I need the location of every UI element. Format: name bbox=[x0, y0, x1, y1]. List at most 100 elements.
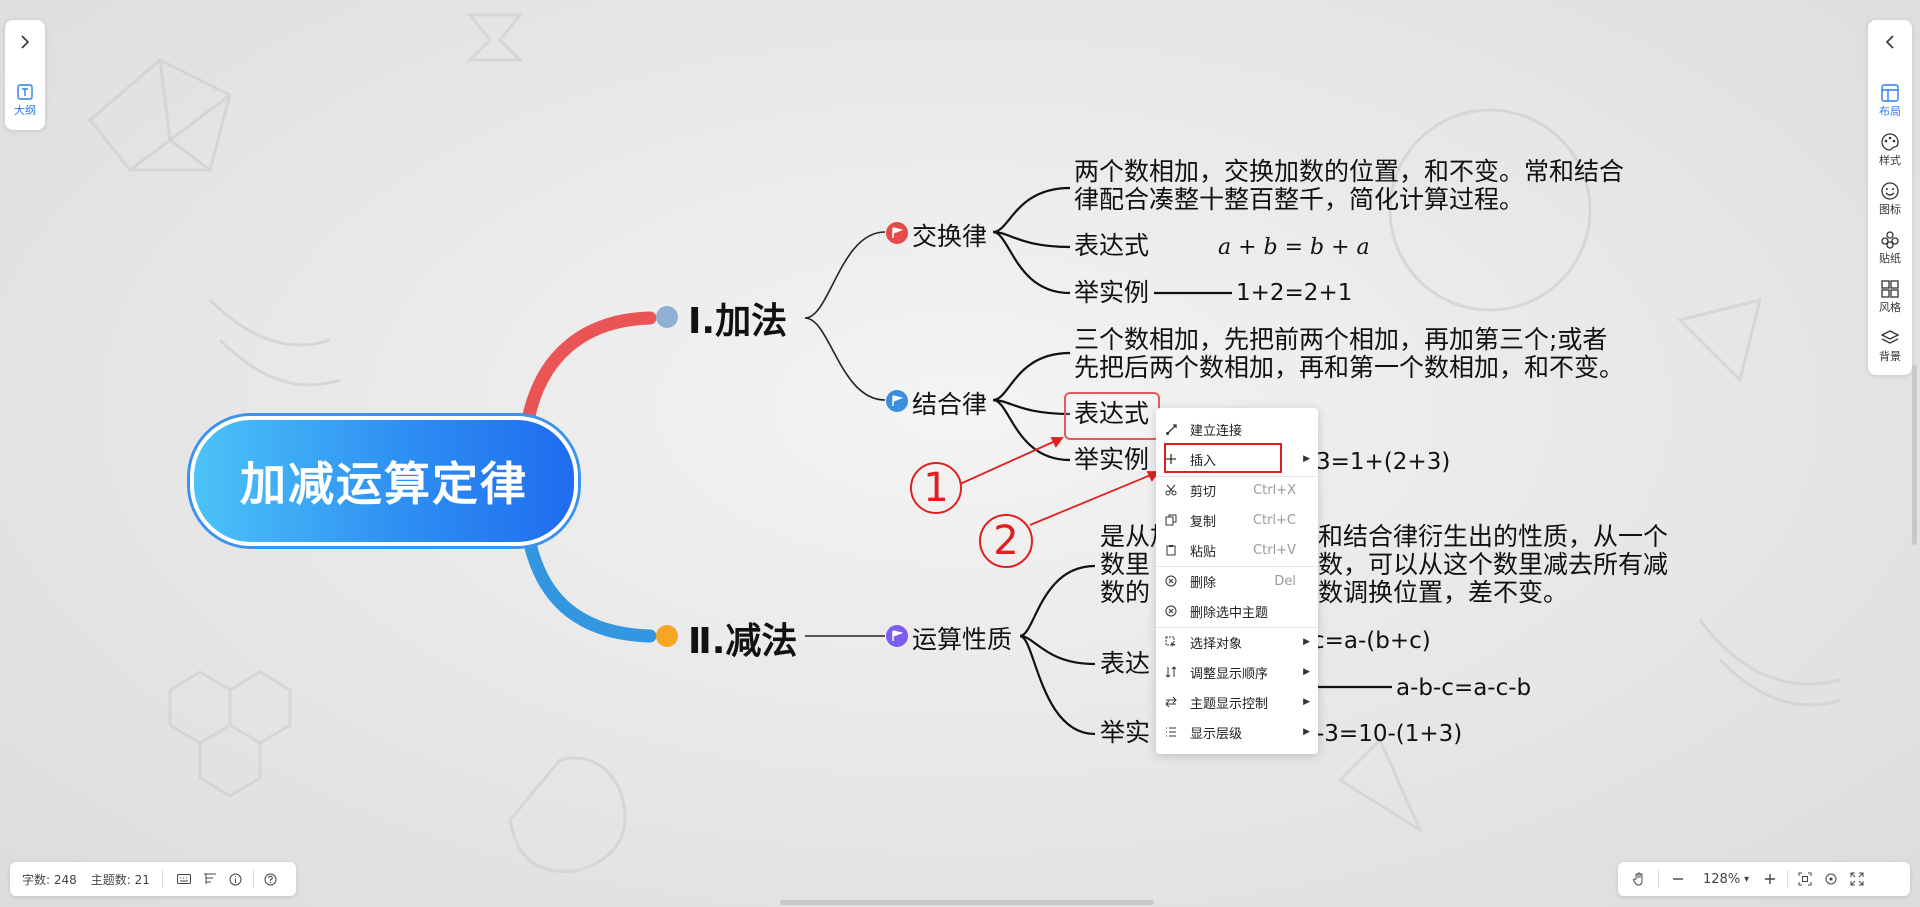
smile-icon bbox=[1880, 181, 1900, 201]
branch-bullet-subtraction bbox=[656, 625, 678, 647]
leaf-example[interactable]: 1+2=2+1 bbox=[1236, 280, 1353, 306]
leaf-expression-label-selected[interactable]: 表达式 bbox=[1074, 399, 1150, 428]
hand-icon[interactable] bbox=[1628, 868, 1650, 890]
leaf-text[interactable]: 三个数相加，先把前两个相加，再加第三个;或者 bbox=[1074, 325, 1608, 354]
leaf-formula[interactable]: a-b-c=a-c-b bbox=[1396, 675, 1532, 701]
order-icon bbox=[1164, 665, 1178, 679]
menu-item-select-object[interactable]: 选择对象 ▶ bbox=[1156, 627, 1318, 657]
leaf-text: 和结合律衍生出的性质，从一个 bbox=[1318, 522, 1669, 551]
copy-icon bbox=[1164, 513, 1178, 527]
leaf-text[interactable]: 两个数相加，交换加数的位置，和不变。常和结合 bbox=[1074, 157, 1625, 186]
submenu-arrow-icon: ▶ bbox=[1303, 697, 1310, 707]
root-topic-label: 加减运算定律 bbox=[240, 457, 528, 511]
grid-icon bbox=[1880, 279, 1900, 299]
word-count: 字数: 248 bbox=[22, 872, 77, 887]
topic-commutative[interactable]: 交换律 bbox=[912, 222, 988, 251]
topic-subtraction-properties[interactable]: 运算性质 bbox=[912, 625, 1013, 654]
horizontal-scrollbar[interactable] bbox=[780, 900, 1154, 905]
leaf-example-label[interactable]: 举实例 bbox=[1074, 278, 1150, 307]
vertical-scrollbar[interactable] bbox=[1912, 365, 1917, 545]
menu-item-paste[interactable]: 粘贴 Ctrl+V bbox=[1156, 535, 1318, 565]
leaf-text: 数调换位置，差不变。 bbox=[1318, 578, 1569, 607]
link-icon bbox=[1164, 422, 1178, 436]
leaf-formula[interactable]: c=a-(b+c) bbox=[1312, 628, 1431, 654]
layout-toggle-icon[interactable] bbox=[199, 868, 221, 890]
layers-icon bbox=[1880, 328, 1900, 348]
menu-item-delete-selected[interactable]: 删除选中主题 bbox=[1156, 596, 1318, 626]
outline-label: 大纲 bbox=[14, 104, 36, 117]
menu-item-topic-display-control[interactable]: 主题显示控制 ▶ bbox=[1156, 687, 1318, 717]
delete-selected-icon bbox=[1164, 604, 1178, 618]
status-bar: 字数: 248 主题数: 21 bbox=[10, 862, 296, 896]
panel-background-button[interactable]: 背景 bbox=[1868, 325, 1912, 367]
blue-flag-icon bbox=[886, 390, 908, 412]
menu-item-copy[interactable]: 复制 Ctrl+C bbox=[1156, 505, 1318, 535]
panel-icon-button[interactable]: 图标 bbox=[1868, 178, 1912, 220]
text-box-icon bbox=[15, 82, 35, 102]
panel-theme-button[interactable]: 风格 bbox=[1868, 276, 1912, 318]
submenu-arrow-icon: ▶ bbox=[1303, 727, 1310, 737]
panel-sticker-button[interactable]: 贴纸 bbox=[1868, 227, 1912, 269]
purple-flag-icon bbox=[886, 625, 908, 647]
chevron-left-icon bbox=[1884, 34, 1896, 52]
menu-item-delete[interactable]: 删除 Del bbox=[1156, 566, 1318, 596]
leaf-text: 数的 bbox=[1100, 578, 1151, 607]
leaf-text: 数，可以从这个数里减去所有减 bbox=[1318, 550, 1669, 579]
left-panel: 大纲 bbox=[5, 20, 45, 130]
outline-button[interactable]: 大纲 bbox=[5, 80, 45, 120]
delete-icon bbox=[1164, 574, 1178, 588]
collapse-panel-button[interactable] bbox=[1868, 30, 1912, 56]
topic-count: 主题数: 21 bbox=[90, 872, 150, 887]
fit-screen-icon[interactable] bbox=[1794, 868, 1816, 890]
branch-addition[interactable]: Ⅰ.加法 bbox=[688, 301, 788, 342]
leaf-expression-label[interactable]: 表达式 bbox=[1074, 231, 1150, 260]
help-icon[interactable] bbox=[260, 868, 282, 890]
zoom-level[interactable]: 128% bbox=[1703, 871, 1741, 887]
root-topic[interactable]: 加减运算定律 bbox=[190, 416, 578, 546]
leaf-formula[interactable]: a + b = b + a bbox=[1218, 235, 1370, 260]
menu-item-cut[interactable]: 剪切 Ctrl+X bbox=[1156, 475, 1318, 505]
zoom-out-button[interactable] bbox=[1667, 868, 1689, 890]
right-panel: 布局 样式 图标 贴纸 风格 背景 bbox=[1868, 20, 1912, 375]
plus-icon bbox=[1164, 452, 1178, 466]
submenu-arrow-icon: ▶ bbox=[1303, 454, 1310, 464]
callout-marker: 2 bbox=[979, 514, 1033, 568]
leaf-text: 数里 bbox=[1100, 550, 1151, 579]
sticker-icon bbox=[1880, 230, 1900, 250]
leaf-example: 3=1+(2+3) bbox=[1316, 449, 1451, 475]
locate-icon[interactable] bbox=[1820, 868, 1842, 890]
leaf-example: -3=10-(1+3) bbox=[1316, 721, 1463, 747]
branch-line-addition bbox=[521, 311, 657, 427]
panel-layout-button[interactable]: 布局 bbox=[1868, 80, 1912, 122]
swap-icon bbox=[1164, 695, 1178, 709]
panel-style-button[interactable]: 样式 bbox=[1868, 129, 1912, 171]
submenu-arrow-icon: ▶ bbox=[1303, 667, 1310, 677]
menu-item-create-link[interactable]: 建立连接 bbox=[1156, 414, 1318, 444]
submenu-arrow-icon: ▶ bbox=[1303, 637, 1310, 647]
menu-item-display-level[interactable]: 显示层级 ▶ bbox=[1156, 717, 1318, 747]
keyboard-icon[interactable] bbox=[173, 868, 195, 890]
branch-subtraction[interactable]: Ⅱ.减法 bbox=[688, 621, 798, 662]
zoom-in-button[interactable] bbox=[1759, 868, 1781, 890]
list-icon bbox=[1164, 725, 1178, 739]
chevron-down-icon[interactable]: ▾ bbox=[1744, 873, 1750, 885]
info-icon[interactable] bbox=[225, 868, 247, 890]
leaf-example-label[interactable]: 举实例 bbox=[1074, 445, 1150, 474]
paste-icon bbox=[1164, 543, 1178, 557]
menu-item-display-order[interactable]: 调整显示顺序 ▶ bbox=[1156, 657, 1318, 687]
red-flag-icon bbox=[886, 222, 908, 244]
insert-highlight-box bbox=[1164, 443, 1282, 473]
branch-line-subtraction bbox=[521, 527, 657, 643]
scissors-icon bbox=[1164, 483, 1178, 497]
fullscreen-icon[interactable] bbox=[1846, 868, 1868, 890]
leaf-example-label[interactable]: 举实 bbox=[1100, 718, 1151, 747]
chevron-right-icon bbox=[19, 34, 31, 52]
branch-bullet-addition bbox=[656, 306, 678, 328]
topic-associative[interactable]: 结合律 bbox=[912, 390, 988, 419]
expand-panel-button[interactable] bbox=[5, 30, 45, 56]
context-menu: 建立连接 插入 ▶ 剪切 Ctrl+X 复制 Ctrl+C 粘贴 Ctrl+V … bbox=[1156, 408, 1318, 754]
leaf-text: 律配合凑整十整百整千，简化计算过程。 bbox=[1074, 185, 1525, 214]
leaf-expression-label[interactable]: 表达 bbox=[1100, 649, 1151, 678]
menu-item-insert[interactable]: 插入 ▶ bbox=[1156, 444, 1318, 474]
